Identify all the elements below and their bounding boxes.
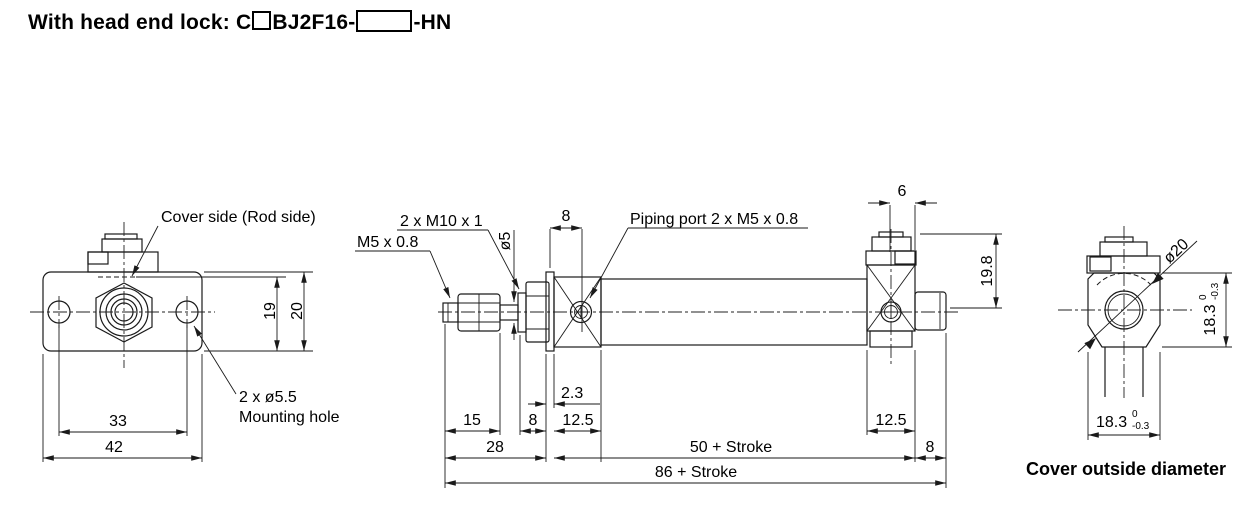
- dim-6-value: 6: [898, 183, 907, 200]
- cover-side-callout: Cover side (Rod side): [131, 209, 316, 277]
- dim-nut-width: 8: [520, 412, 546, 434]
- mounting-hole-size: 2 x ø5.5: [239, 389, 297, 406]
- piping-port-callout: Piping port 2 x M5 x 0.8: [589, 211, 808, 299]
- dim-8-boss-value: 8: [926, 439, 935, 456]
- front-view: Cover side (Rod side) 2 x ø5.5 Mounting …: [30, 209, 340, 462]
- dim-head-cover: 12.5: [554, 412, 601, 434]
- dim-flange-width: 42: [42, 354, 203, 462]
- dim-19-8-value: 19.8: [979, 255, 996, 286]
- dim-19-value: 19: [262, 302, 279, 320]
- end-view-caption: Cover outside diameter: [1026, 459, 1226, 479]
- title-model: BJ2F16-: [272, 11, 356, 34]
- rear-cover: [865, 229, 947, 364]
- dim-42-value: 42: [105, 439, 123, 456]
- dim-body-length: 50 + Stroke: [554, 439, 915, 461]
- rod-thread-label: M5 x 0.8: [357, 234, 418, 251]
- front-lock-knob: [87, 233, 159, 273]
- dim-33-value: 33: [109, 413, 127, 430]
- dim-flange-thickness: 2.3: [528, 354, 600, 408]
- rod-diameter-label: ø5: [497, 232, 514, 251]
- tol-upper-side: 0: [1198, 294, 1209, 300]
- tol-lower-bottom: -0.3: [1132, 421, 1150, 432]
- side-view: M5 x 0.8 2 x M10 x 1 ø5 Piping port 2 x …: [355, 183, 1002, 488]
- dim-lock-height: 19.8: [920, 233, 1002, 309]
- title-prefix: With head end lock: C: [28, 11, 252, 34]
- lock-knurl-texture: [894, 250, 916, 265]
- dim-o20-value: ø20: [1160, 236, 1192, 267]
- mounting-hole-text: Mounting hole: [239, 409, 340, 426]
- mounting-thread-label: 2 x M10 x 1: [400, 213, 483, 230]
- dim-hole-pitch: 33: [58, 325, 188, 436]
- dim-12-5-front-value: 12.5: [562, 412, 593, 429]
- mounting-hole-callout: 2 x ø5.5 Mounting hole: [193, 325, 340, 426]
- cover-body: [1087, 272, 1161, 348]
- dim-18-3-bottom-value: 18.3: [1096, 414, 1127, 431]
- dim-overall-length: 86 + Stroke: [445, 464, 946, 486]
- dim-lock-width: 6: [868, 183, 937, 252]
- dim-rear-cover: 12.5: [867, 412, 915, 434]
- flange-edge: [545, 271, 555, 352]
- dim-8-nut-value: 8: [529, 412, 538, 429]
- mounting-nut: [525, 281, 550, 343]
- title-suffix: -HN: [413, 11, 452, 34]
- rod-assembly: [442, 281, 550, 343]
- dim-2-3-value: 2.3: [561, 385, 583, 402]
- dim-flat-bottom: 18.3 0 -0.3: [1087, 352, 1161, 440]
- end-view: ø20 18.3 0 -0.3 18.3 0 -0.3: [1026, 226, 1232, 479]
- flange-plate: [42, 271, 203, 352]
- cover-side-label: Cover side (Rod side): [161, 209, 316, 226]
- dim-outer-diameter: ø20: [1077, 236, 1198, 353]
- dim-port-offset: 8: [549, 208, 583, 332]
- dim-rear-boss: 8: [915, 439, 946, 461]
- dim-50-stroke-value: 50 + Stroke: [690, 439, 772, 456]
- dim-height-19: 19: [136, 276, 286, 351]
- piping-port-front: [569, 300, 593, 324]
- tol-upper-bottom: 0: [1132, 409, 1138, 420]
- rod-collar: [517, 292, 527, 333]
- dim-20-value: 20: [289, 302, 306, 320]
- dim-rod-extension: 15: [445, 412, 500, 434]
- knurl-texture: [87, 251, 109, 265]
- drawing-title: With head end lock: C BJ2F16- -HN: [28, 10, 451, 35]
- rod-thread-callout: M5 x 0.8: [355, 234, 451, 299]
- dim-86-stroke-value: 86 + Stroke: [655, 464, 737, 481]
- dim-28-value: 28: [486, 439, 504, 456]
- piston-rod: [499, 304, 519, 321]
- dim-12-5-rear-value: 12.5: [875, 412, 906, 429]
- end-lock-knob: [1086, 236, 1161, 274]
- tol-lower-side: -0.3: [1210, 282, 1221, 300]
- rod-thread: [442, 302, 459, 323]
- stroke-placeholder-box: [356, 10, 413, 32]
- dim-15-value: 15: [463, 412, 481, 429]
- piping-port-label: Piping port 2 x M5 x 0.8: [630, 211, 798, 228]
- dim-flat-side: 18.3 0 -0.3: [1162, 272, 1232, 348]
- dim-8-top-value: 8: [562, 208, 571, 225]
- mounting-thread-callout: 2 x M10 x 1: [397, 213, 520, 290]
- dim-height-20: 20: [204, 271, 313, 352]
- rod-diameter-dim: ø5: [497, 230, 517, 340]
- dim-front-total: 28: [445, 439, 546, 461]
- bore-placeholder-box: [252, 11, 272, 30]
- rear-boss: [914, 291, 947, 331]
- end-knurl-texture: [1089, 256, 1112, 272]
- dim-18-3-side-value: 18.3: [1202, 304, 1219, 335]
